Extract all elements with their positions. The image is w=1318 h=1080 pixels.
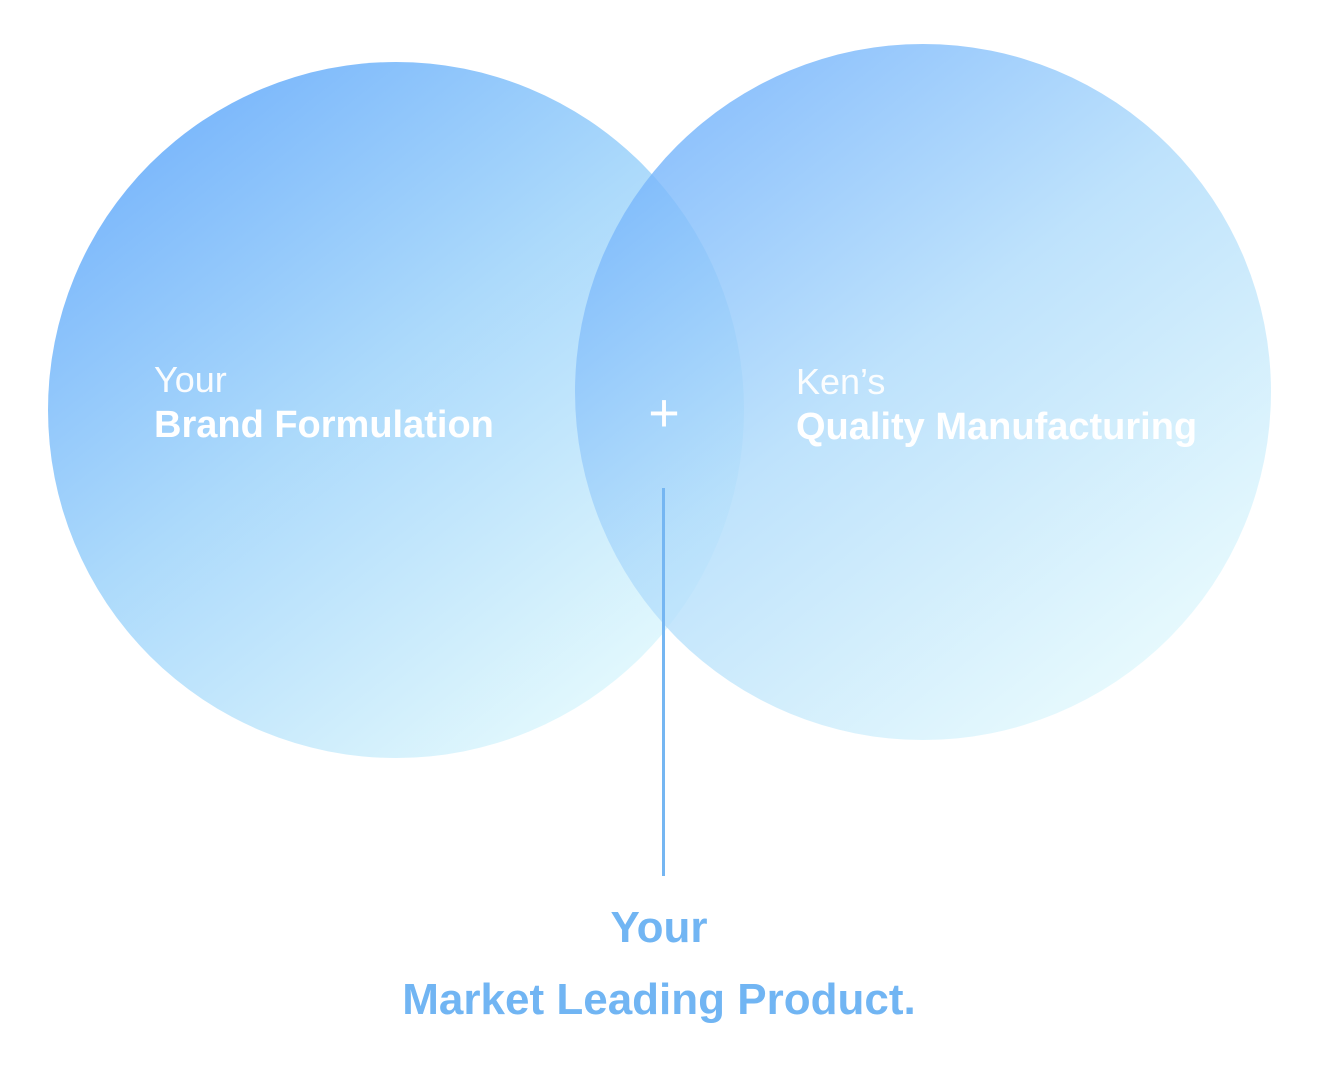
- result-title-line1: Your: [610, 903, 708, 952]
- brand-formulation-circle: [48, 62, 744, 758]
- plus-icon: +: [648, 383, 680, 443]
- connector-line: [662, 488, 665, 876]
- brand-formulation-line1: Your: [154, 359, 227, 400]
- brand-formulation-line2: Brand Formulation: [154, 404, 494, 447]
- result-title-line2: Market Leading Product.: [402, 975, 916, 1024]
- quality-manufacturing-label: Ken’s Quality Manufacturing: [796, 360, 1197, 451]
- quality-manufacturing-circle: [575, 44, 1271, 740]
- quality-manufacturing-line1: Ken’s: [796, 361, 886, 402]
- quality-manufacturing-line2: Quality Manufacturing: [796, 406, 1198, 449]
- brand-formulation-label: Your Brand Formulation: [154, 358, 494, 449]
